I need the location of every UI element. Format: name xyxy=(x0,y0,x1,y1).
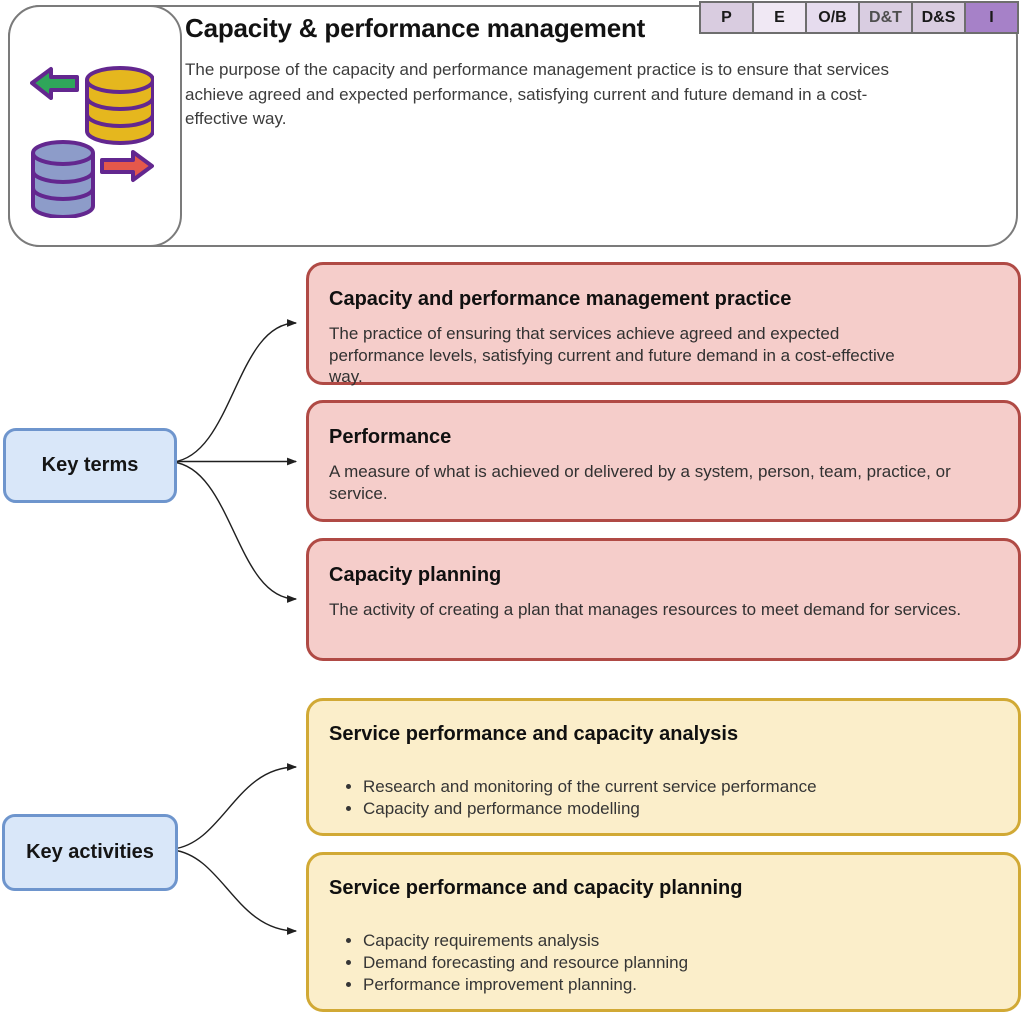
connector-key-activities-1 xyxy=(172,763,298,850)
badge-improve: I xyxy=(964,3,1017,32)
term-definition: The practice of ensuring that services a… xyxy=(329,324,895,387)
page-title: Capacity & performance management xyxy=(185,13,646,43)
activity-bullet: Capacity and performance modelling xyxy=(363,798,992,820)
badge-design-transition: D&T xyxy=(858,3,911,32)
activity-bullet: Demand forecasting and resource planning xyxy=(363,952,992,974)
value-chain-badge-strip: P E O/B D&T D&S I xyxy=(699,1,1019,34)
activity-title: Service performance and capacity plannin… xyxy=(329,877,743,899)
key-activities-label: Key activities xyxy=(2,814,178,891)
databases-transfer-icon xyxy=(30,66,154,218)
term-definition: The activity of creating a plan that man… xyxy=(329,600,962,619)
term-definition: A measure of what is achieved or deliver… xyxy=(329,462,951,503)
activity-bullet-list: Capacity requirements analysis Demand fo… xyxy=(329,930,992,995)
activity-bullet-list: Research and monitoring of the current s… xyxy=(329,776,992,820)
activity-bullet: Capacity requirements analysis xyxy=(363,930,992,952)
activity-bullet: Research and monitoring of the current s… xyxy=(363,776,992,798)
activity-bullet: Performance improvement planning. xyxy=(363,974,992,996)
connector-key-terms-3 xyxy=(172,461,298,603)
key-terms-label: Key terms xyxy=(3,428,177,503)
term-box-practice: Capacity and performance management prac… xyxy=(306,262,1021,387)
badge-engage: E xyxy=(752,3,805,32)
activity-title: Service performance and capacity analysi… xyxy=(329,723,739,745)
term-title: Capacity planning xyxy=(329,564,502,586)
term-title: Capacity and performance management prac… xyxy=(329,288,792,310)
badge-obtain-build: O/B xyxy=(805,3,858,32)
badge-deliver-support: D&S xyxy=(911,3,964,32)
connector-key-activities-2 xyxy=(172,849,298,935)
term-title: Performance xyxy=(329,426,452,448)
term-box-capacity-planning: Capacity planning The activity of creati… xyxy=(306,538,1021,661)
activity-box-analysis: Service performance and capacity analysi… xyxy=(306,698,1021,836)
arrow-right-icon xyxy=(100,150,154,182)
practice-purpose-text: The purpose of the capacity and performa… xyxy=(185,60,889,129)
connector-key-terms-1 xyxy=(172,319,298,463)
arrow-left-icon xyxy=(30,67,79,100)
badge-plan: P xyxy=(701,3,752,32)
activity-box-planning: Service performance and capacity plannin… xyxy=(306,852,1021,1012)
term-box-performance: Performance A measure of what is achieve… xyxy=(306,400,1021,522)
